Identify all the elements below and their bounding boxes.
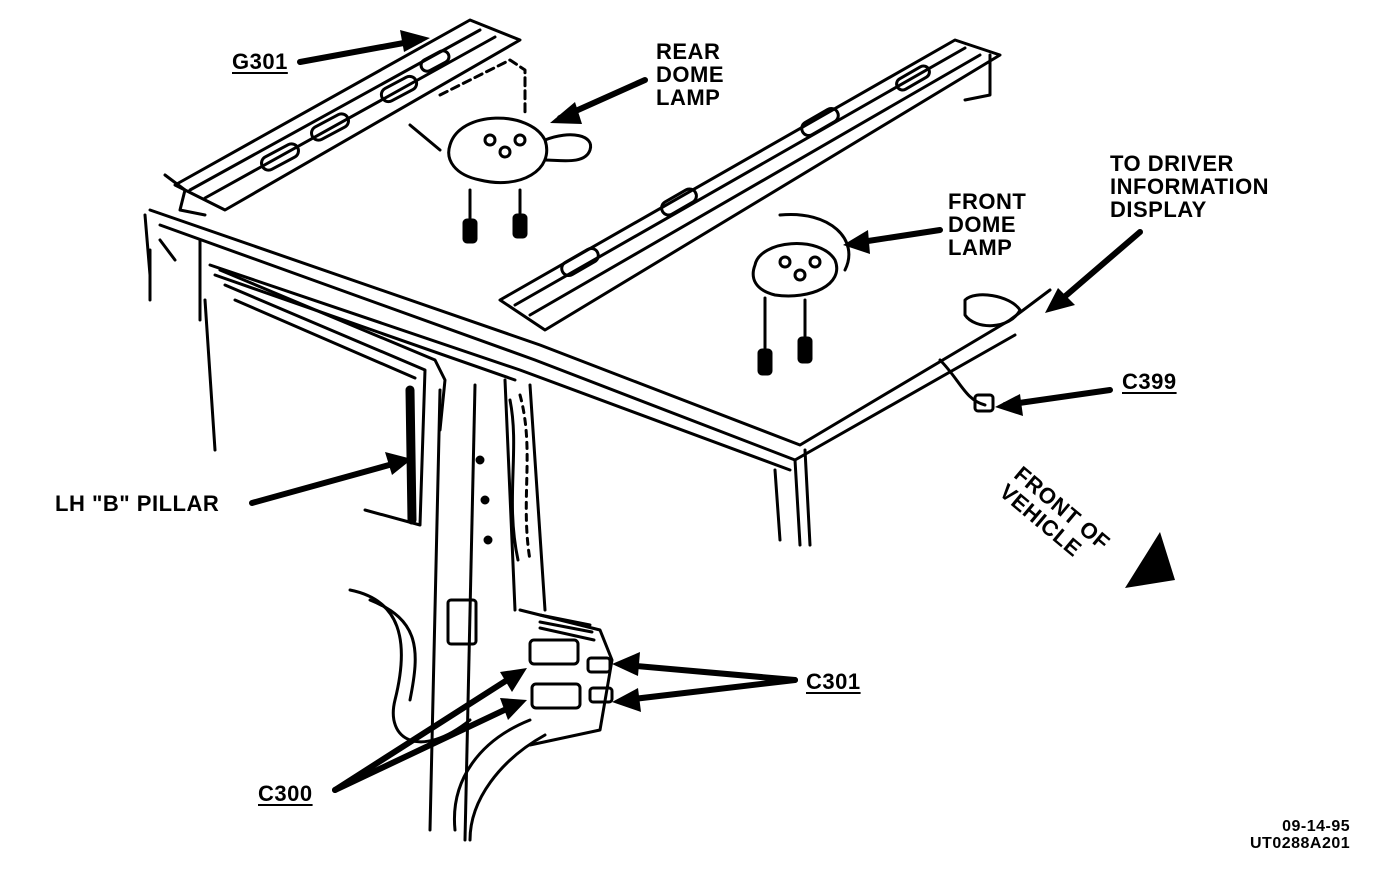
rear-roof-bow [163, 18, 522, 217]
front-dome-lamp-drawing [751, 212, 851, 376]
arrow-front-dome [852, 227, 943, 246]
lh-b-pillar-label: LH "B" PILLAR [55, 491, 220, 516]
figure-id: UT0288A201 [1250, 835, 1351, 852]
figure-footer: 09-14-95 UT0288A201 [1250, 818, 1350, 852]
to-driver-information-display-label: TO DRIVER INFORMATION DISPLAY [1110, 151, 1270, 222]
date-code: 09-14-95 [1282, 818, 1351, 835]
arrow-driver-info [1052, 229, 1143, 308]
rear-dome-lamp-drawing [408, 58, 593, 244]
arrow-c300-upper [332, 672, 518, 793]
arrow-c301-upper [622, 662, 798, 683]
g301-label: G301 [232, 49, 288, 74]
arrow-g301 [297, 37, 423, 65]
arrow-lh-b-pillar [249, 459, 403, 506]
leader-arrows [249, 37, 1143, 793]
left-roof-rail [143, 208, 1052, 472]
arrow-heads [385, 30, 1075, 720]
front-roof-bow [498, 38, 1002, 332]
arrow-c301-lower [622, 677, 798, 703]
c399-connector-drawing [938, 293, 1022, 413]
c301-label: C301 [806, 669, 861, 694]
arrow-c399 [1002, 387, 1113, 408]
c399-label: C399 [1122, 369, 1177, 394]
front-dome-lamp-label: FRONT DOME LAMP [948, 189, 1027, 260]
rear-dome-lamp-label: REAR DOME LAMP [656, 39, 724, 110]
b-pillar [428, 378, 547, 842]
connector-cluster [348, 588, 614, 842]
front-direction-arrow [1125, 532, 1175, 588]
c300-label: C300 [258, 781, 313, 806]
arrow-c300-lower [332, 702, 518, 793]
door-frame [203, 283, 812, 547]
